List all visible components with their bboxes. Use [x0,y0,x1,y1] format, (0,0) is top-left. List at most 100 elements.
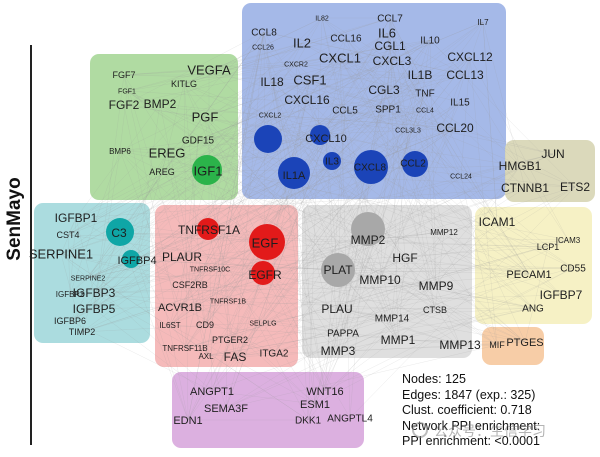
network-edge [169,170,209,326]
network-edge [207,170,369,241]
watermark: 公众号：生信学习 [404,418,600,442]
network-edge [166,152,191,286]
node-label: IL18 [260,75,284,89]
network-edge [87,256,183,279]
node-label: EREG [149,146,186,161]
network-edge [184,32,388,349]
network-edge [412,162,534,309]
network-edge [123,74,227,409]
wechat-icon [412,422,428,438]
network-edge [181,166,371,258]
network-edge [81,174,295,333]
network-edge [389,17,462,177]
network-edge [464,74,521,167]
network-edge [349,186,576,419]
network-edge [87,152,168,279]
network-edge [123,57,341,76]
network-edge [204,39,431,326]
network-edge [295,63,562,296]
node-label: MMP10 [359,273,401,287]
node-label: WNT16 [306,386,343,398]
network-edge [136,127,456,261]
network-edge [136,152,168,261]
network-edge [301,42,385,91]
network-edge [123,74,128,92]
network-edge [295,45,391,65]
network-edge [197,21,484,141]
network-edge [524,246,549,343]
cluster-box-grey [302,205,472,358]
network-edge [234,74,421,358]
network-edge [336,308,526,343]
node-label: IL7 [477,18,489,27]
node-label: BMP2 [144,97,177,111]
network-edge [183,83,271,116]
hub-node-tnfrsf1a [197,218,219,240]
network-edge [269,114,326,392]
hub-node-ccl2 [402,151,428,177]
hub-node-cxcl2b [254,125,282,153]
node-label: CSF2RB [172,280,208,290]
network-edge [383,89,498,223]
network-edge [75,92,426,219]
network-edge [435,165,521,287]
network-edge [60,253,309,421]
network-edge [314,127,456,405]
node-label: CTSB [423,305,447,315]
network-edge [229,257,406,341]
network-edge [324,162,414,392]
network-edge [67,39,431,236]
network-edge [69,150,121,295]
node-label: SERPINE1 [29,247,93,262]
node-label: TNFRSF1B [210,298,247,305]
node-label: SPP1 [375,105,401,116]
network-edge [309,74,466,81]
network-edge [211,21,484,392]
network-edge [342,285,437,334]
network-edge [69,221,498,295]
network-edge [424,92,526,189]
network-edge [264,274,338,310]
network-edge [234,267,574,358]
network-edge [81,187,526,333]
network-edge [187,31,265,421]
network-edge [209,108,389,270]
network-edge [391,231,445,319]
network-edge [166,56,471,154]
network-edge [336,307,534,310]
network-edge [344,109,456,129]
network-edge [339,57,346,111]
network-edge [67,31,265,236]
network-edge [181,256,461,346]
network-edge [118,232,549,248]
node-label: CTNNB1 [501,181,549,195]
network-edge [123,104,456,129]
network-edge [136,259,339,271]
network-edge [161,171,210,231]
network-edge [271,81,339,352]
network-edge [181,21,484,258]
network-edge [126,37,347,92]
node-label: CCL26 [252,44,274,51]
node-label: IGFBP6 [54,316,86,326]
network-edge [262,46,295,176]
network-edge [263,31,466,76]
network-edge [301,42,426,94]
network-edge [187,160,333,421]
node-label: MMP13 [439,338,481,352]
network-edge [169,56,471,326]
network-edge [183,83,206,326]
network-edge [271,81,426,111]
network-edge [159,103,409,131]
network-edge [234,307,534,358]
network-edge [126,90,436,311]
network-edge [295,63,461,103]
network-edge [60,253,574,269]
network-edge [87,229,210,279]
network-edge [60,217,77,255]
hub-node-cxcl8 [354,150,388,184]
network-edge [75,39,431,219]
node-label: MIF [489,340,505,350]
network-edge [69,114,271,295]
